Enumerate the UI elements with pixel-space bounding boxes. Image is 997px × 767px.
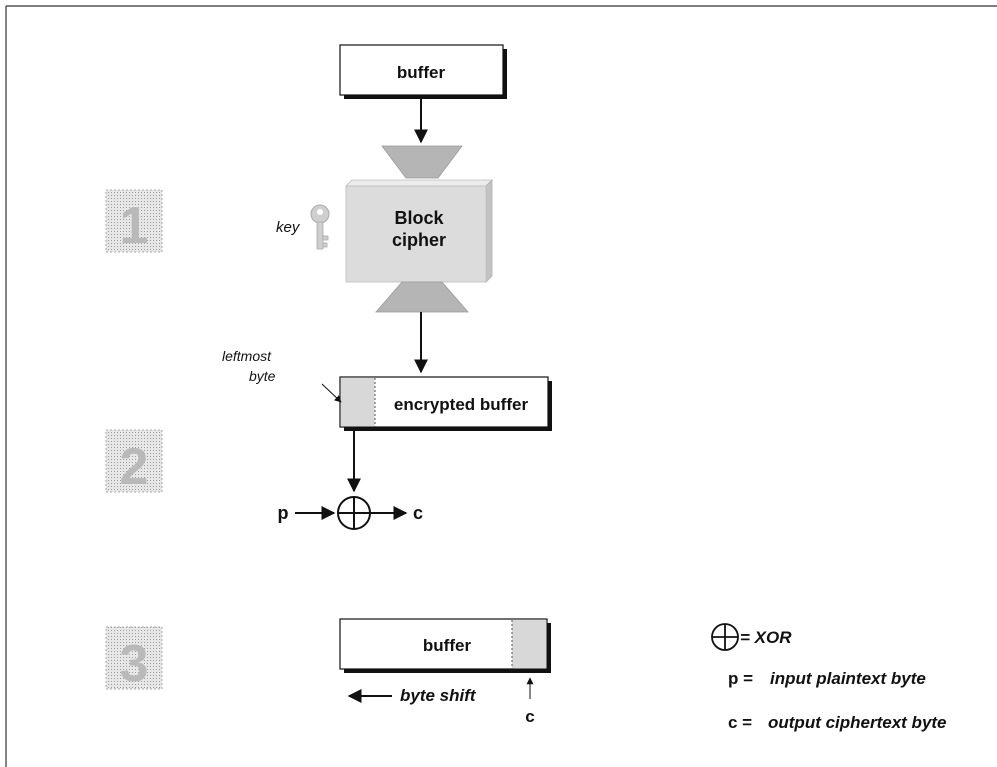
new-byte-cell bbox=[512, 619, 547, 669]
top-buffer-label: buffer bbox=[397, 63, 446, 82]
legend-p-symbol: p = bbox=[728, 669, 753, 688]
byte-shift-label: byte shift bbox=[400, 686, 477, 705]
step-1-number: 1 bbox=[120, 197, 149, 255]
xor-output-c: c bbox=[413, 503, 423, 523]
output-funnel bbox=[375, 281, 469, 313]
leftmost-byte-label-line1: leftmost bbox=[222, 348, 272, 364]
leftmost-byte-pointer bbox=[321, 383, 342, 403]
legend-xor-symbol bbox=[711, 623, 739, 651]
xor-input-p: p bbox=[278, 503, 289, 523]
input-funnel bbox=[381, 145, 463, 179]
leftmost-byte-label-line2: byte bbox=[249, 368, 276, 384]
step-2-badge: 2 bbox=[105, 429, 163, 496]
key-label: key bbox=[276, 219, 301, 236]
legend: = XOR p = input plaintext byte c = outpu… bbox=[711, 623, 947, 732]
cipher-label-line1: Block bbox=[394, 208, 444, 228]
cipher-label-line2: cipher bbox=[392, 230, 446, 250]
step-1-badge: 1 bbox=[105, 189, 163, 255]
step-2-number: 2 bbox=[120, 438, 149, 496]
legend-c-text: output ciphertext byte bbox=[768, 713, 947, 732]
shift-buffer-box: buffer bbox=[339, 618, 551, 673]
leftmost-byte-cell bbox=[340, 377, 375, 427]
legend-c-symbol: c = bbox=[728, 713, 752, 732]
block-cipher-block: Block cipher bbox=[345, 145, 493, 313]
encrypted-buffer-box: encrypted buffer bbox=[339, 376, 552, 431]
new-byte-c-label: c bbox=[525, 707, 534, 726]
key-icon bbox=[310, 204, 330, 250]
legend-xor-text: = XOR bbox=[740, 628, 792, 647]
xor-symbol bbox=[337, 496, 371, 530]
encrypted-buffer-label: encrypted buffer bbox=[394, 395, 529, 414]
shift-buffer-label: buffer bbox=[423, 636, 472, 655]
legend-p-text: input plaintext byte bbox=[770, 669, 926, 688]
top-buffer-box: buffer bbox=[339, 44, 507, 99]
step-3-number: 3 bbox=[120, 635, 149, 693]
step-3-badge: 3 bbox=[105, 626, 163, 693]
